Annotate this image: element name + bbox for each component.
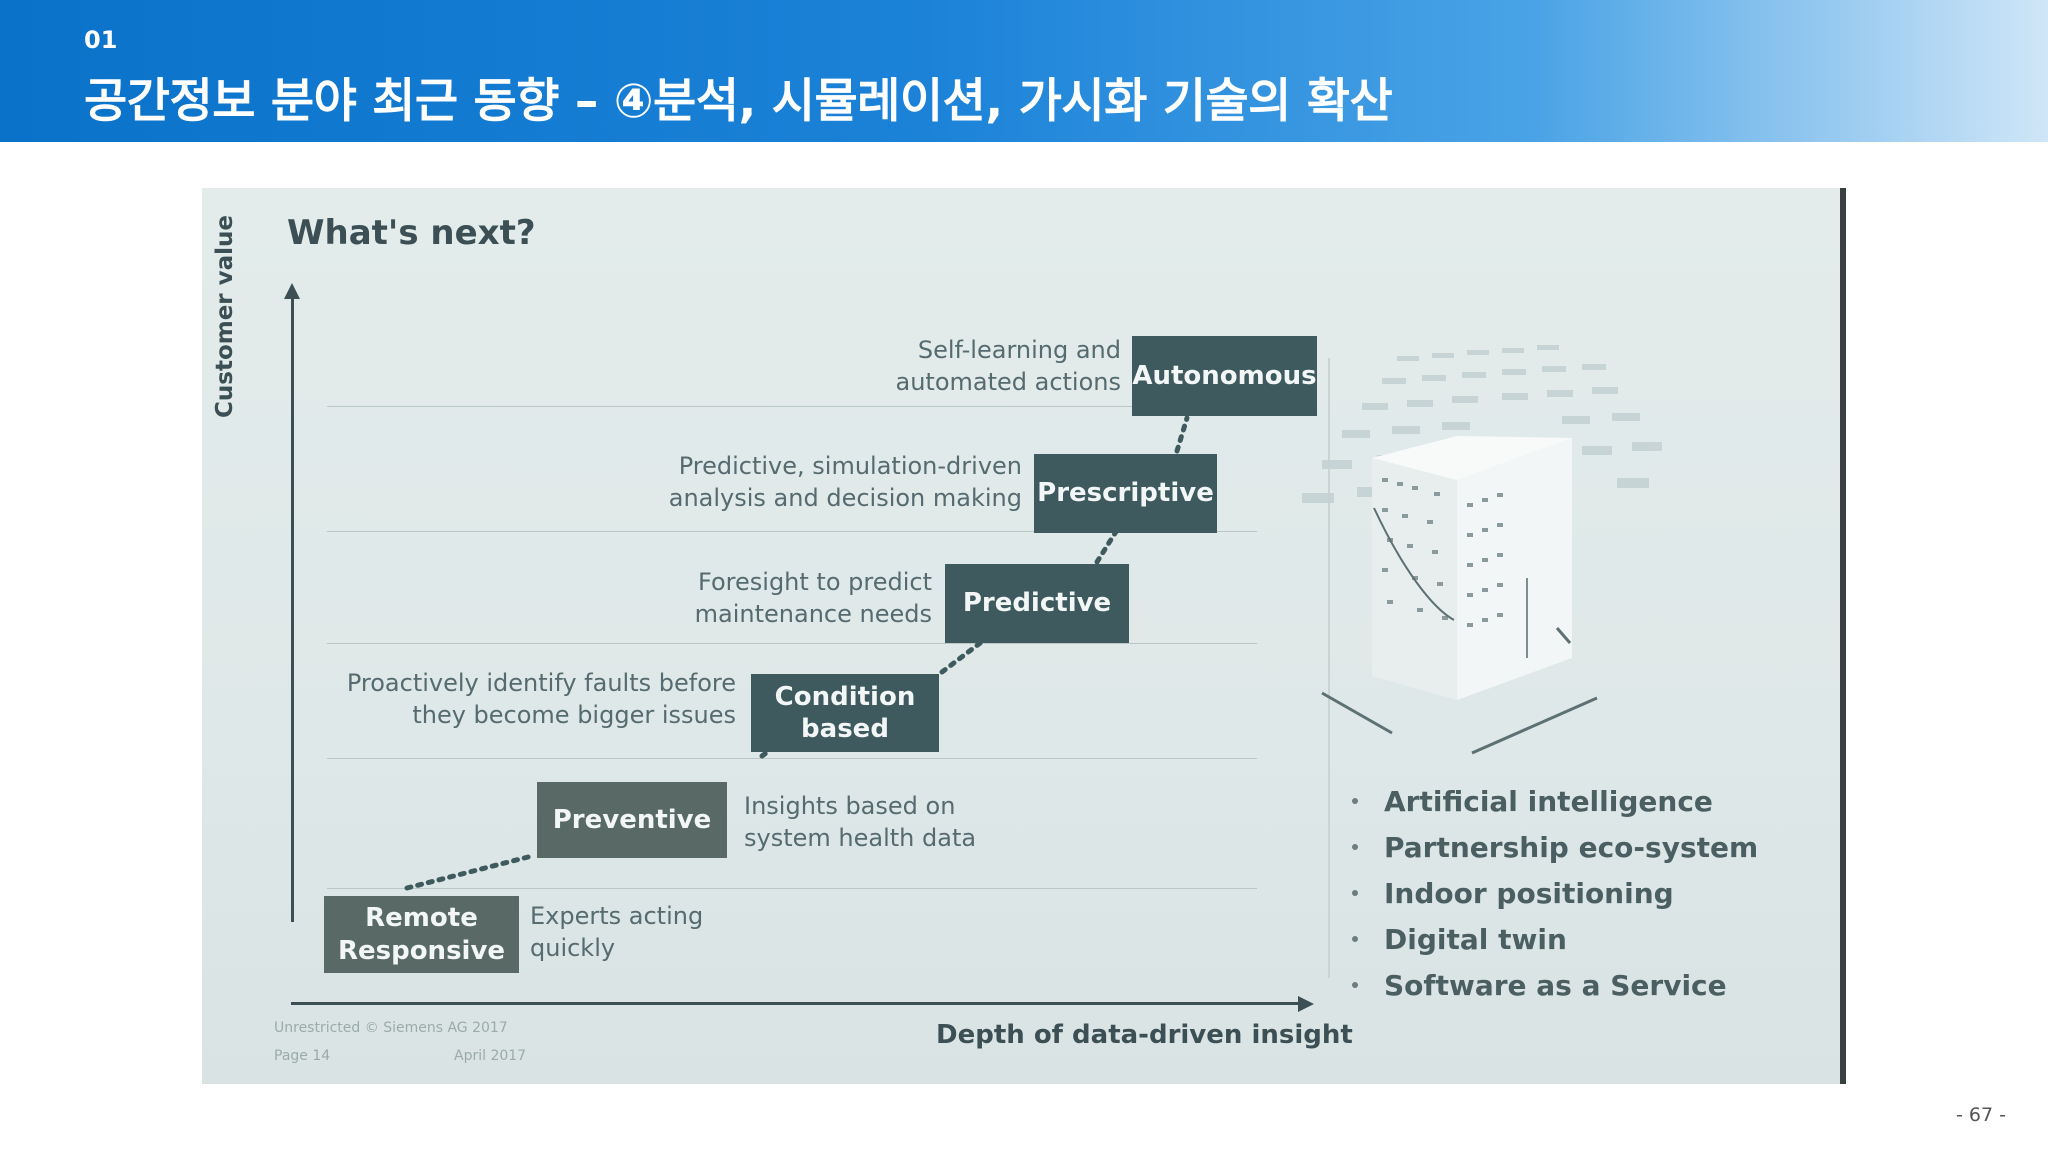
stage-description: Self-learning and automated actions (895, 336, 1121, 397)
bullet-item: Indoor positioning (1352, 870, 1758, 916)
band-line (327, 758, 1257, 759)
stage-description: Proactively identify faults before they … (346, 669, 736, 730)
slide-copyright: Unrestricted © Siemens AG 2017 (274, 1020, 508, 1036)
smart-building-illustration (1302, 345, 1662, 755)
divider-line (1328, 358, 1330, 978)
bullet-text: Digital twin (1384, 922, 1567, 956)
stage-description: Predictive, simulation-driven analysis a… (668, 452, 1022, 513)
band-line (327, 531, 1257, 532)
x-axis-label: Depth of data-driven insight (936, 1020, 1353, 1050)
section-number: 01 (84, 26, 118, 54)
bullet-dot (1352, 844, 1358, 850)
bullet-item: Artificial intelligence (1352, 778, 1758, 824)
stage-condition-based: Condition based (751, 674, 939, 752)
bullet-item: Software as a Service (1352, 962, 1758, 1008)
slide-photo: What's next? Customer value Depth of dat… (202, 188, 1844, 1084)
bullet-dot (1352, 890, 1358, 896)
page-title: 공간정보 분야 최근 동향 – ④분석, 시뮬레이션, 가시화 기술의 확산 (84, 74, 1393, 129)
bullet-dot (1352, 936, 1358, 942)
bullet-text: Artificial intelligence (1384, 784, 1713, 818)
bullet-item: Partnership eco-system (1352, 824, 1758, 870)
y-axis-arrow (284, 283, 300, 299)
band-line (327, 406, 1257, 407)
stage-remote-responsive: Remote Responsive (324, 896, 519, 973)
connector-line (1174, 415, 1190, 454)
bullet-text: Partnership eco-system (1384, 830, 1759, 864)
stage-preventive: Preventive (537, 782, 727, 858)
header-bar: 01 공간정보 분야 최근 동향 – ④분석, 시뮬레이션, 가시화 기술의 확… (0, 0, 2048, 142)
slide-heading: What's next? (287, 213, 536, 253)
x-axis (291, 1002, 1299, 1005)
stage-description: Experts acting quickly (530, 902, 704, 963)
connector-line (939, 631, 995, 675)
bullet-item: Digital twin (1352, 916, 1758, 962)
bullet-dot (1352, 982, 1358, 988)
stage-prescriptive: Prescriptive (1034, 454, 1217, 533)
band-line (327, 643, 1257, 644)
stage-predictive: Predictive (945, 564, 1129, 643)
slide-date: April 2017 (454, 1048, 527, 1064)
bullet-text: Indoor positioning (1384, 876, 1674, 910)
bullet-list: Artificial intelligence Partnership eco-… (1352, 778, 1758, 1008)
bullet-text: Software as a Service (1384, 968, 1727, 1002)
photo-edge (1840, 188, 1846, 1084)
band-line (327, 888, 1257, 889)
bullet-dot (1352, 798, 1358, 804)
page-number: - 67 - (1956, 1104, 2006, 1126)
connector-line (1094, 527, 1120, 565)
stage-description: Foresight to predict maintenance needs (694, 568, 932, 629)
x-axis-arrow (1298, 996, 1314, 1012)
stage-autonomous: Autonomous (1132, 336, 1317, 416)
stage-description: Insights based on system health data (744, 792, 977, 853)
connector-line (404, 853, 535, 891)
y-axis (291, 296, 294, 922)
slide-page: Page 14 (274, 1048, 331, 1064)
